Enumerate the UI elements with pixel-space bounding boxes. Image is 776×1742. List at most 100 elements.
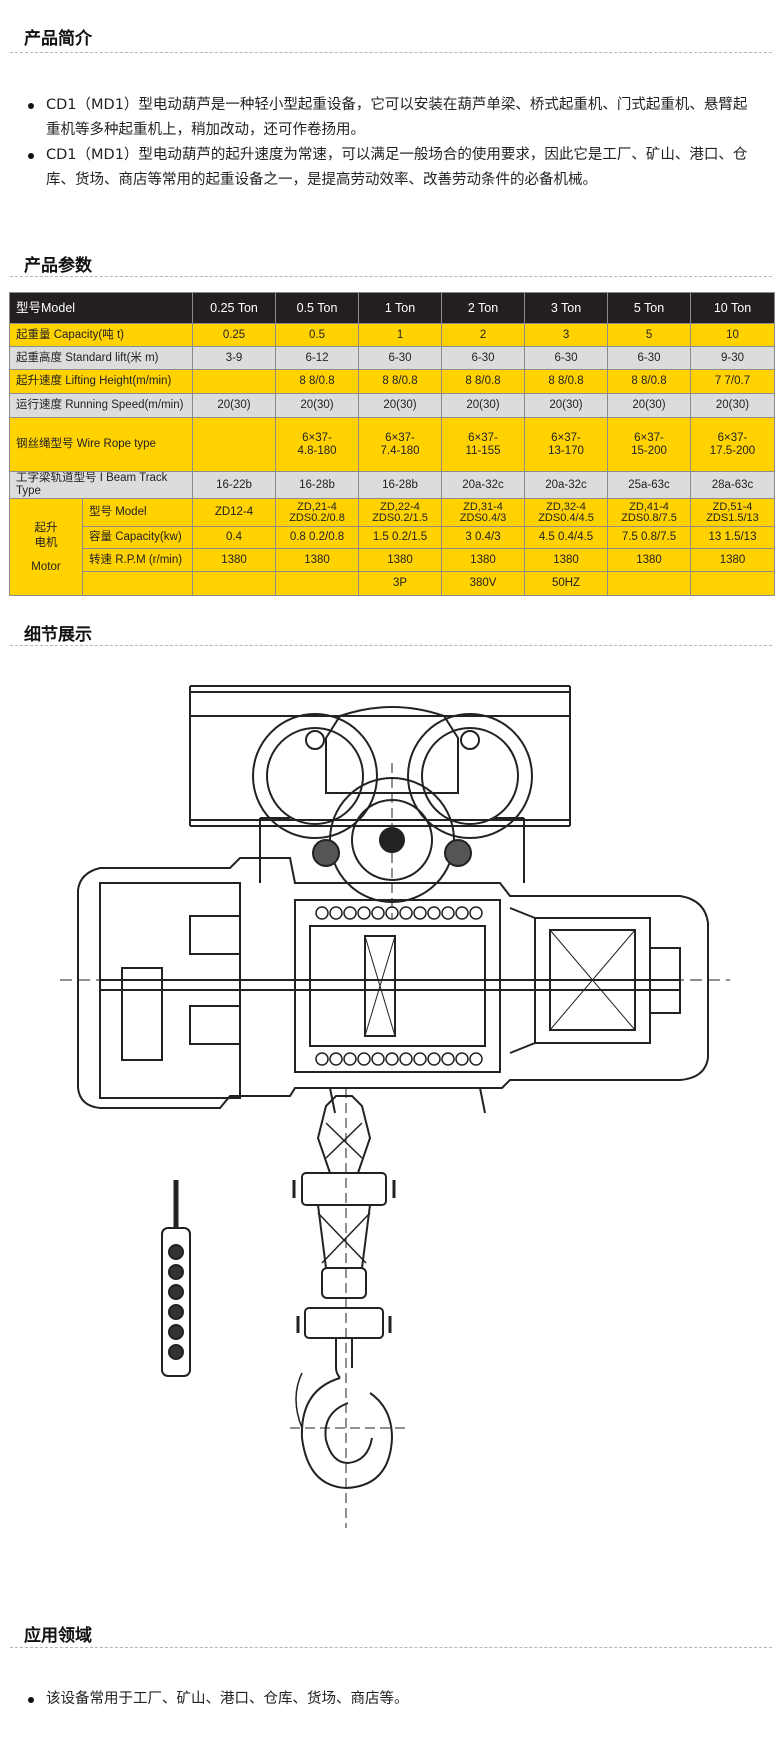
table-header-model: 型号Model [8, 292, 194, 324]
table-cell [690, 571, 775, 596]
table-cell: 6×37- 15-200 [607, 417, 692, 472]
table-row: 工字梁轨道型号 I Beam Track Type 16-22b 16-28b … [8, 471, 775, 499]
table-cell: ZD,41-4 ZDS0.8/7.5 [607, 498, 692, 527]
table-cell: ZD,21-4 ZDS0.2/0.8 [275, 498, 360, 527]
table-cell: 20(30) [524, 393, 609, 418]
table-cell [192, 369, 277, 394]
table-cell: 3P [358, 571, 443, 596]
table-cell: 4.5 0.4/4.5 [524, 526, 609, 549]
table-row: 3P 380V 50HZ [10, 571, 775, 596]
table-cell: 6×37- 7.4-180 [358, 417, 443, 472]
row-label: 起重高度 Standard lift(米 m) [8, 346, 194, 370]
list-item: 该设备常用于工厂、矿山、港口、仓库、货场、商店等。 [22, 1687, 752, 1712]
table-cell: 8 8/0.8 [524, 369, 609, 394]
table-cell: 6-12 [275, 346, 360, 370]
row-label: 工字梁轨道型号 I Beam Track Type [8, 471, 194, 499]
table-cell: 1380 [607, 548, 692, 572]
table-cell: 20(30) [690, 393, 775, 418]
table-cell: 6×37- 13-170 [524, 417, 609, 472]
table-cell: 0.25 [192, 323, 277, 347]
table-cell: 2 [441, 323, 526, 347]
row-label: 起升速度 Lifting Height(m/min) [8, 369, 194, 394]
table-cell: 6×37- 4.8-180 [275, 417, 360, 472]
table-cell: 20a-32c [524, 471, 609, 499]
table-cell: 6×37- 17.5-200 [690, 417, 775, 472]
table-cell: 10 [690, 323, 775, 347]
table-cell: 8 8/0.8 [441, 369, 526, 394]
table-cell: 1380 [275, 548, 360, 572]
table-cell: 6-30 [524, 346, 609, 370]
table-cell: 0.5 [275, 323, 360, 347]
table-cell: 20a-32c [441, 471, 526, 499]
section-title-details: 细节展示 [24, 625, 92, 645]
row-label: 钢丝绳型号 Wire Rope type [8, 417, 194, 472]
pendant-control-box [161, 1180, 191, 1377]
table-cell: 8 8/0.8 [275, 369, 360, 394]
list-item: CD1（MD1）型电动葫芦的起升速度为常速，可以满足一般场合的使用要求，因此它是… [22, 143, 752, 193]
row-label: 运行速度 Running Speed(m/min) [8, 393, 194, 418]
motor-label-cn: 起升 电机 [34, 521, 58, 549]
table-header-cell: 3 Ton [524, 292, 609, 324]
table-cell: 7 7/0.7 [690, 369, 775, 394]
table-cell: 1380 [441, 548, 526, 572]
table-row: 钢丝绳型号 Wire Rope type 6×37- 4.8-180 6×37-… [8, 417, 775, 472]
table-header-cell: 1 Ton [358, 292, 443, 324]
table-cell: 6-30 [607, 346, 692, 370]
table-cell: ZD12-4 [192, 498, 277, 527]
table-cell: 8 8/0.8 [607, 369, 692, 394]
table-cell: 16-22b [192, 471, 277, 499]
table-cell [607, 571, 692, 596]
table-row: 运行速度 Running Speed(m/min) 20(30) 20(30) … [8, 393, 775, 418]
table-cell: ZD,51-4 ZDS1.5/13 [690, 498, 775, 527]
row-label: 起重量 Capacity(吨 t) [8, 323, 194, 347]
table-cell: 1380 [358, 548, 443, 572]
table-cell: 380V [441, 571, 526, 596]
table-row: 起升速度 Lifting Height(m/min) 8 8/0.8 8 8/0… [8, 369, 775, 394]
table-cell [192, 417, 277, 472]
hook-block [290, 1088, 410, 1528]
table-cell: 0.4 [192, 526, 277, 549]
table-cell: ZD,22-4 ZDS0.2/1.5 [358, 498, 443, 527]
table-cell: 7.5 0.8/7.5 [607, 526, 692, 549]
table-cell: 9-30 [690, 346, 775, 370]
spec-table: 型号Model 0.25 Ton 0.5 Ton 1 Ton 2 Ton 3 T… [8, 292, 775, 596]
table-cell: 1380 [524, 548, 609, 572]
motor-group-label: 起升 电机 Motor [9, 498, 83, 596]
table-header-cell: 0.5 Ton [275, 292, 360, 324]
table-cell: 28a-63c [690, 471, 775, 499]
section-title-params: 产品参数 [24, 256, 92, 276]
table-cell: 1380 [192, 548, 277, 572]
row-label [81, 571, 194, 596]
table-cell: 6×37- 11-155 [441, 417, 526, 472]
table-cell [275, 571, 360, 596]
trolley [252, 706, 533, 918]
table-row: 起升 电机 Motor 型号 Model ZD12-4 ZD,21-4 ZDS0… [9, 498, 775, 596]
table-cell: ZD,32-4 ZDS0.4/4.5 [524, 498, 609, 527]
section-title-application: 应用领域 [24, 1626, 92, 1646]
divider [10, 1647, 772, 1648]
table-cell: 8 8/0.8 [358, 369, 443, 394]
table-cell: 0.8 0.2/0.8 [275, 526, 360, 549]
hoist-body [60, 857, 730, 1114]
table-cell [192, 571, 277, 596]
table-cell: 5 [607, 323, 692, 347]
table-row: 起重量 Capacity(吨 t) 0.25 0.5 1 2 3 5 10 [8, 323, 775, 347]
table-cell: 1 [358, 323, 443, 347]
application-bullet-list: 该设备常用于工厂、矿山、港口、仓库、货场、商店等。 [22, 1687, 752, 1712]
table-cell: 6-30 [441, 346, 526, 370]
table-cell: 16-28b [275, 471, 360, 499]
table-header-cell: 5 Ton [607, 292, 692, 324]
table-row: 容量 Capacity(kw) 0.4 0.8 0.2/0.8 1.5 0.2/… [10, 526, 775, 549]
table-cell: 20(30) [192, 393, 277, 418]
table-cell: 20(30) [441, 393, 526, 418]
motor-label-en: Motor [31, 560, 61, 573]
divider [10, 276, 772, 277]
intro-bullet-list: CD1（MD1）型电动葫芦是一种轻小型起重设备，它可以安装在葫芦单梁、桥式起重机… [22, 93, 752, 193]
table-header-cell: 2 Ton [441, 292, 526, 324]
divider [10, 52, 772, 53]
table-cell: 20(30) [275, 393, 360, 418]
table-header-cell: 10 Ton [690, 292, 775, 324]
row-label: 转速 R.P.M (r/min) [81, 548, 194, 572]
table-header-row: 型号Model 0.25 Ton 0.5 Ton 1 Ton 2 Ton 3 T… [8, 292, 775, 324]
table-cell: 25a-63c [607, 471, 692, 499]
